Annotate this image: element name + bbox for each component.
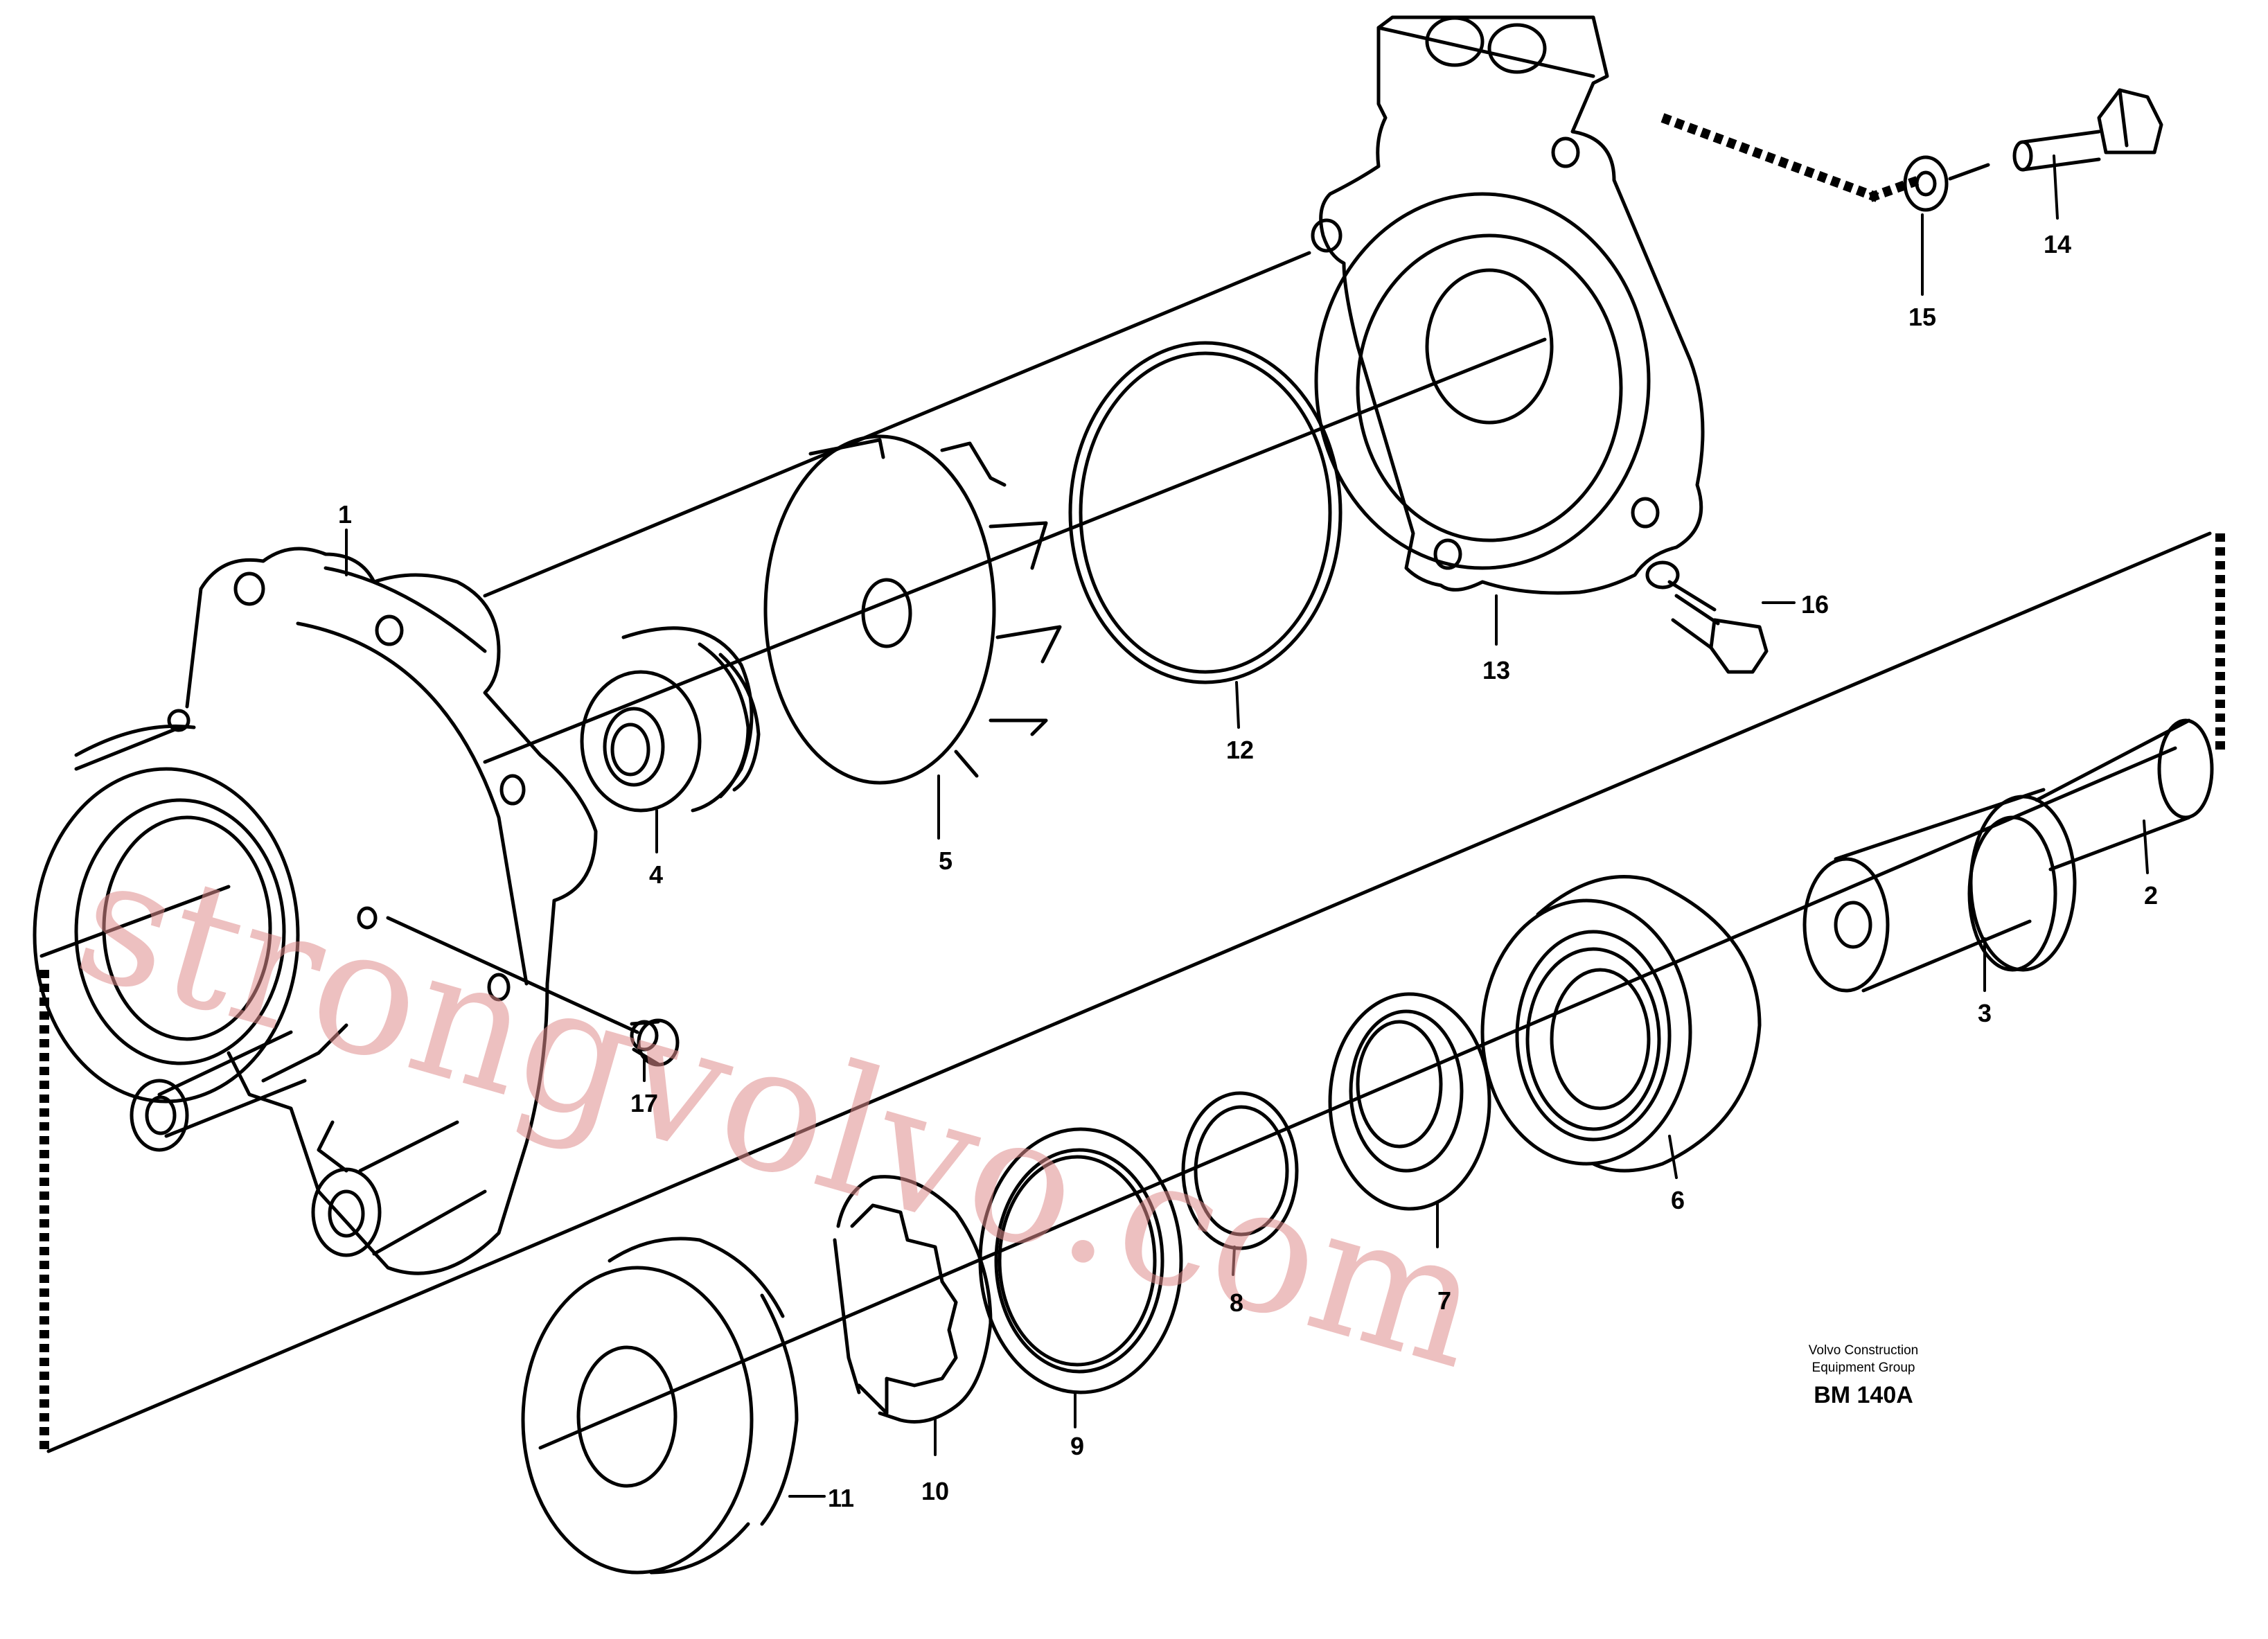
label-part-15: 15 <box>1908 303 1936 331</box>
impeller-part-5 <box>763 434 1062 785</box>
credit-line-2: Equipment Group <box>1812 1361 1915 1375</box>
label-part-8: 8 <box>1230 1288 1243 1317</box>
label-part-16: 16 <box>1801 590 1829 619</box>
bearing-part-6 <box>1480 875 1762 1173</box>
axis-line-lower-right <box>1591 746 2177 1000</box>
part-labels: 1 2 3 4 5 6 7 8 9 10 11 12 13 14 15 16 1… <box>338 230 2158 1512</box>
axis-line-upper-c <box>483 337 1547 764</box>
label-part-17: 17 <box>630 1089 658 1117</box>
axis-line-plug <box>386 916 639 1034</box>
seal-part-4 <box>580 626 761 813</box>
label-part-13: 13 <box>1482 656 1510 684</box>
label-part-5: 5 <box>939 847 953 875</box>
credit-line-1: Volvo Construction <box>1809 1343 1918 1358</box>
washer-part-15 <box>1903 155 1990 212</box>
label-part-7: 7 <box>1437 1286 1451 1315</box>
bolt-part-14 <box>2012 88 2163 172</box>
cover-part-13 <box>1311 15 1705 595</box>
label-part-2: 2 <box>2144 881 2158 910</box>
plug-part-17 <box>630 1018 680 1067</box>
axis-line-upper-a <box>483 251 1311 598</box>
seal-ring-part-7 <box>1328 992 1491 1211</box>
label-part-9: 9 <box>1070 1432 1084 1460</box>
pump-housing-part-1 <box>33 547 598 1275</box>
label-part-10: 10 <box>921 1477 949 1505</box>
pulley-part-11 <box>521 1237 799 1575</box>
credit-block: Volvo Construction Equipment Group BM 14… <box>1809 1343 1918 1408</box>
o-ring-part-12 <box>1068 341 1343 684</box>
axis-line-lower-frame <box>46 531 2212 1453</box>
dashed-frame <box>39 113 2225 1455</box>
drawing-code: BM 140A <box>1814 1382 1913 1408</box>
leader-lines <box>345 154 2149 1498</box>
label-part-6: 6 <box>1671 1186 1685 1214</box>
watermark-text: strongvolvo.com <box>58 815 1503 1408</box>
label-part-4: 4 <box>649 860 663 889</box>
ring-part-8 <box>1181 1091 1299 1250</box>
axis-line-lower-parts <box>538 995 1595 1450</box>
axis-line-housing <box>39 885 231 958</box>
label-part-3: 3 <box>1978 999 1992 1027</box>
spacer-part-3 <box>1802 788 2046 993</box>
lock-plate-part-10 <box>833 1175 993 1424</box>
label-part-12: 12 <box>1226 736 1254 764</box>
label-part-11: 11 <box>828 1484 854 1512</box>
screw-part-16 <box>1667 580 1769 674</box>
axis-line-upper-b <box>74 725 182 771</box>
label-part-14: 14 <box>2044 230 2071 258</box>
label-part-1: 1 <box>338 500 352 529</box>
